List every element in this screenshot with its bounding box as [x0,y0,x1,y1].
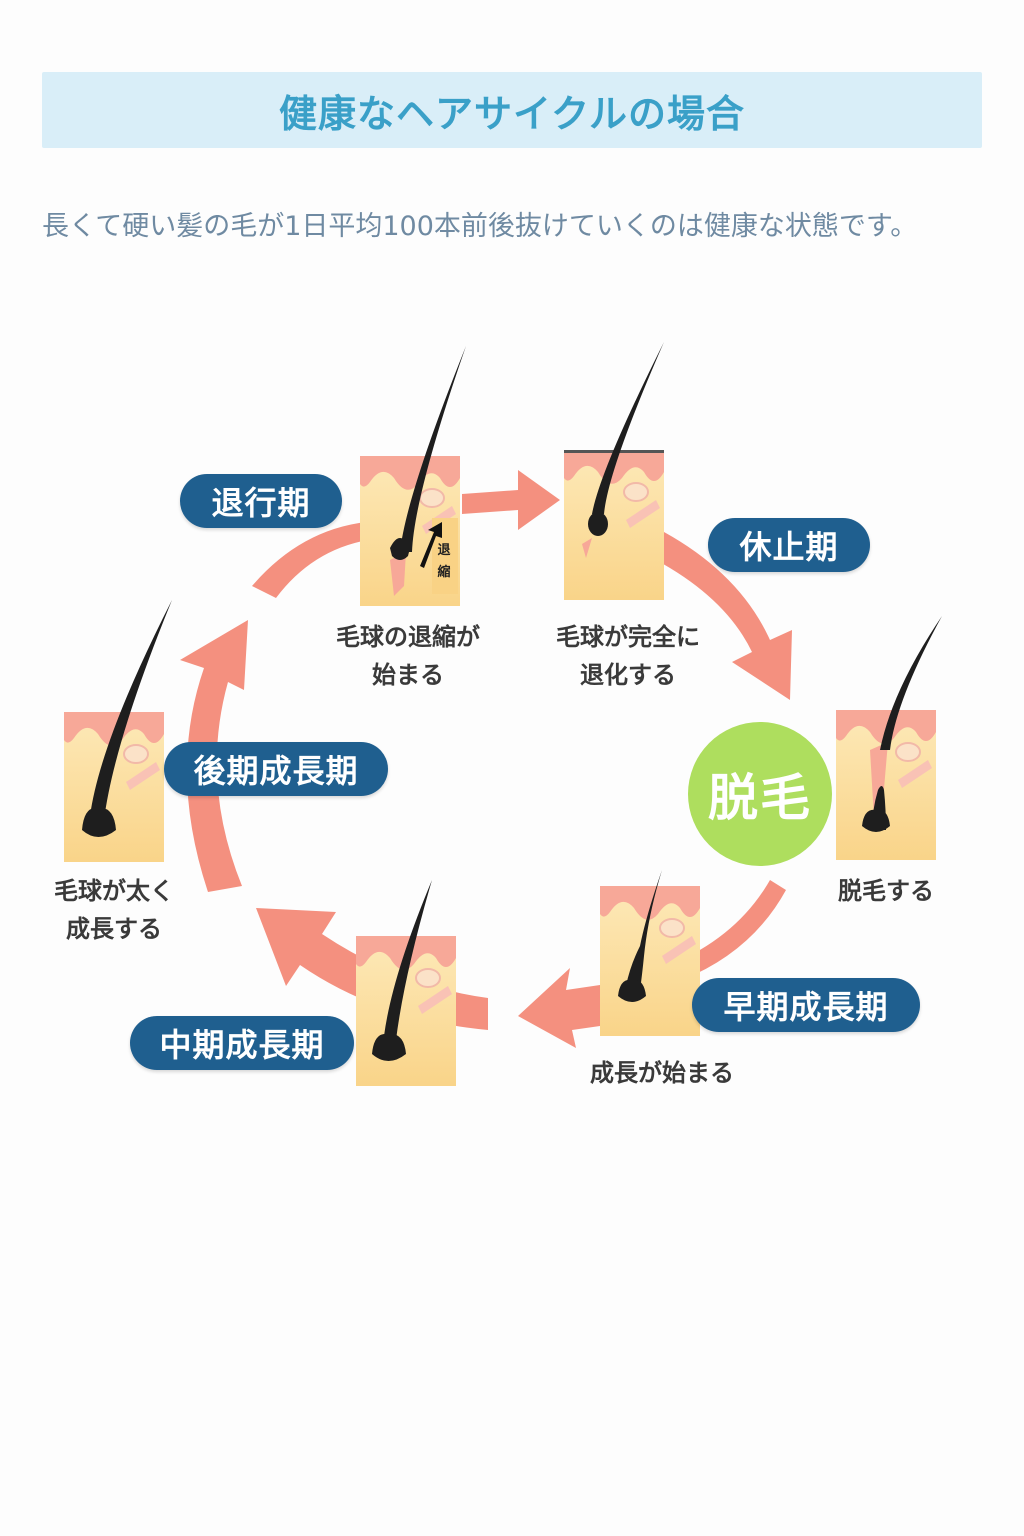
caption-late-growth: 毛球が太く 成長する [54,877,174,943]
caption-resting: 毛球が完全に 退化する [556,623,700,689]
page-title: 健康なヘアサイクルの場合 [278,91,746,136]
caption-shedding: 脱毛する [838,877,934,905]
illustration-shedding [835,616,942,861]
illustration-mid-growth [355,880,457,1087]
illustration-regression [359,346,466,607]
stage-label-regression: 退行期 [180,474,342,528]
shedding-badge: 脱毛 [688,722,832,866]
stage-label-early-growth: 早期成長期 [692,978,920,1032]
title-banner: 健康なヘアサイクルの場合 [42,72,982,148]
stage-label-resting: 休止期 [708,518,870,572]
arrow-to-mid-growth [518,968,600,1048]
stage-label-late-growth: 後期成長期 [164,742,388,796]
illustration-resting [563,342,665,601]
illustration-early-growth [599,870,701,1037]
shrink-annotation: 退縮 [437,543,451,580]
caption-regression: 毛球の退縮が 始まる [336,623,480,689]
arrow-to-shedding [656,532,792,700]
arrow-to-resting [462,470,560,530]
caption-early-growth: 成長が始まる [590,1059,734,1087]
arrow-top-left [252,522,368,598]
intro-text: 長くて硬い髪の毛が1日平均100本前後抜けていくのは健康な状態です。 [42,211,918,242]
illustration-late-growth [63,600,172,863]
stage-label-mid-growth: 中期成長期 [130,1016,354,1070]
